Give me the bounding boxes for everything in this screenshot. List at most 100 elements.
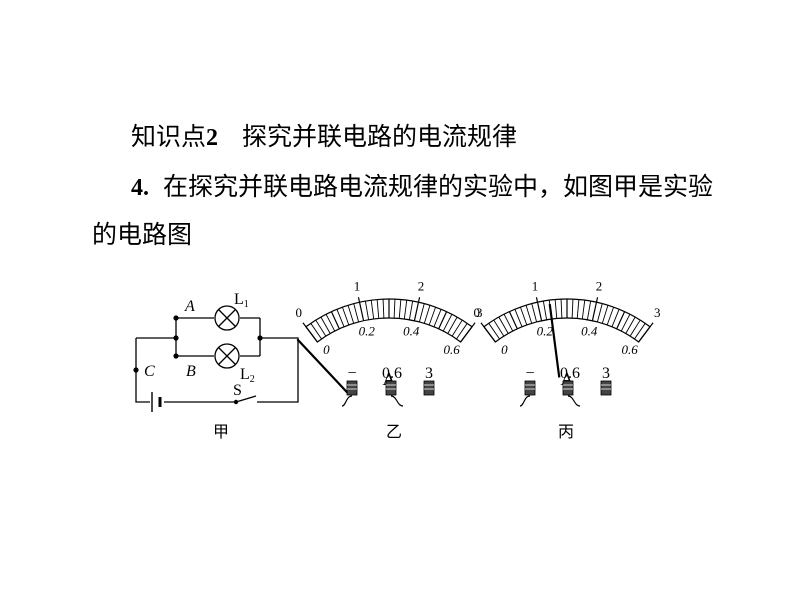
meter-yi-upper-tick-label: 1 (354, 278, 361, 293)
switch-pivot-dot (233, 399, 239, 405)
switch-icon (235, 395, 257, 403)
meter-yi-scale-tick (315, 319, 327, 337)
meter-bing-upper-tick-label: 1 (532, 278, 539, 293)
question-line-1: 4.在探究并联电路电流规律的实验中，如图甲是实验 (131, 172, 714, 201)
meter-yi-scale-tick (460, 322, 476, 343)
meter-yi-scale-tick (376, 299, 380, 319)
meter-yi-terminal-label: 3 (425, 365, 433, 382)
meter-yi-scale-tick (336, 309, 345, 327)
meter-bing-scale-tick (560, 299, 563, 319)
meter-yi-scale-tick (382, 299, 385, 319)
wire-left (135, 338, 150, 403)
meter-yi-scale-tick (451, 319, 463, 337)
node-b-label: B (186, 363, 196, 380)
meter-bing-scale-tick (576, 299, 580, 319)
meter-yi-terminal-icon (423, 380, 435, 396)
meter-yi-scale-tick (447, 316, 458, 334)
meter-yi-scale-tick (310, 323, 322, 340)
meter-bing-terminal-icon (600, 380, 612, 396)
meter-yi-needle (296, 338, 349, 394)
meter-bing-scale-tick (634, 323, 646, 340)
question-text-line1: 在探究并联电路电流规律的实验中，如图甲是实验 (163, 172, 714, 201)
lamp-l1-icon (214, 305, 240, 331)
meter-yi-terminal-label: 0.6 (382, 365, 402, 382)
meter-yi-scale-tick (438, 311, 448, 330)
question-text-line2: 的电路图 (92, 220, 193, 249)
meter-bing-lower-tick-label: 0.6 (621, 342, 638, 357)
heading-title: 探究并联电路的电流规律 (242, 122, 518, 151)
lamp2-label: L2 (240, 366, 255, 385)
circuit-caption: 甲 (213, 422, 229, 441)
meter-yi-terminal-label: − (347, 365, 356, 382)
meter-bing-scale-tick (620, 313, 631, 332)
meter-bing-scale-tick (616, 311, 626, 330)
node-b-dot (173, 353, 179, 359)
meter-bing-upper-tick-label: 2 (596, 278, 603, 293)
meter-bing-scale-tick (611, 309, 620, 327)
meter-yi-scale-tick (442, 313, 453, 332)
heading-number: 2 (206, 125, 219, 151)
lamp-l2-icon (214, 343, 240, 369)
meter-bing-terminal-label: 3 (602, 365, 610, 382)
meter-yi-scale-tick (456, 323, 468, 340)
node-c-label: C (144, 363, 155, 380)
question-line-2: 的电路图 (92, 220, 192, 250)
meter-yi-scale-tick (428, 306, 437, 326)
meter-bing-scale-tick (638, 322, 654, 343)
meter-bing-scale-tick (519, 306, 528, 326)
meter-yi-scale-tick (330, 311, 340, 330)
meter-yi-scale-tick (302, 322, 318, 343)
meter-bing-scale-tick (601, 305, 609, 324)
meter-bing-scale-tick (606, 306, 615, 326)
heading-prefix: 知识点 (131, 122, 207, 151)
meter-yi-scale-tick (398, 299, 402, 319)
meter-yi-lower-tick-label: 0.4 (403, 323, 420, 338)
meter-yi-upper-tick-label: 2 (418, 278, 425, 293)
meter-bing-terminal-label: − (525, 365, 534, 382)
meter-bing-lower-tick-label: 0.4 (581, 323, 598, 338)
meter-bing-lower-tick-label: 0.2 (537, 323, 554, 338)
meter-bing-scale-tick (493, 319, 505, 337)
battery-icon (151, 392, 162, 412)
meter-bing-wire (567, 395, 581, 407)
meter-yi-scale-tick (357, 297, 365, 321)
meter-yi-upper-tick-label: 3 (476, 305, 483, 320)
switch-label: S (233, 382, 242, 399)
meter-yi-scale-tick (370, 300, 375, 320)
circuit-diagram (135, 305, 299, 412)
meter-yi-scale-tick (347, 305, 355, 324)
meter-bing-wire (519, 395, 531, 407)
meter-yi-scale-tick (413, 297, 421, 321)
meter-bing-scale-tick (596, 303, 603, 323)
meter-yi-scale-tick (341, 306, 350, 326)
meter-bing-upper-tick-label: 0 (473, 305, 480, 320)
meter-yi-terminal-icon (385, 380, 397, 396)
meter-bing-scale-tick (581, 300, 586, 320)
meter-yi-terminal-icon (346, 380, 358, 396)
meter-bing-terminal-icon (524, 380, 536, 396)
meter-bing-scale-tick (503, 313, 514, 332)
meter-bing-scale-tick (591, 297, 599, 321)
node-a-label: A (184, 298, 195, 315)
meter-yi-scale-tick (418, 303, 425, 323)
meter-yi-scale-tick (408, 300, 414, 320)
meter-yi-scale-tick (325, 313, 336, 332)
meter-bing-scale-tick (554, 299, 558, 319)
meter-bing-scale-tick (625, 316, 636, 334)
junction-left-dot (173, 335, 179, 341)
meter-yi-lower-tick-label: 0.6 (443, 342, 460, 357)
meter-yi-caption: 乙 (386, 422, 402, 441)
meter-yi-scale-tick (433, 309, 442, 327)
meter-bing-needle (548, 303, 561, 378)
meter-yi-scale-tick (353, 303, 360, 323)
junction-right-dot (257, 335, 263, 341)
meter-yi-lower-tick-label: 0 (323, 342, 330, 357)
meter-yi-lower-tick-label: 0.2 (359, 323, 376, 338)
meter-yi-scale-tick (393, 299, 396, 319)
question-number: 4 (131, 175, 143, 201)
lamp1-label: L1 (234, 291, 249, 310)
meter-yi-scale-tick (320, 316, 331, 334)
